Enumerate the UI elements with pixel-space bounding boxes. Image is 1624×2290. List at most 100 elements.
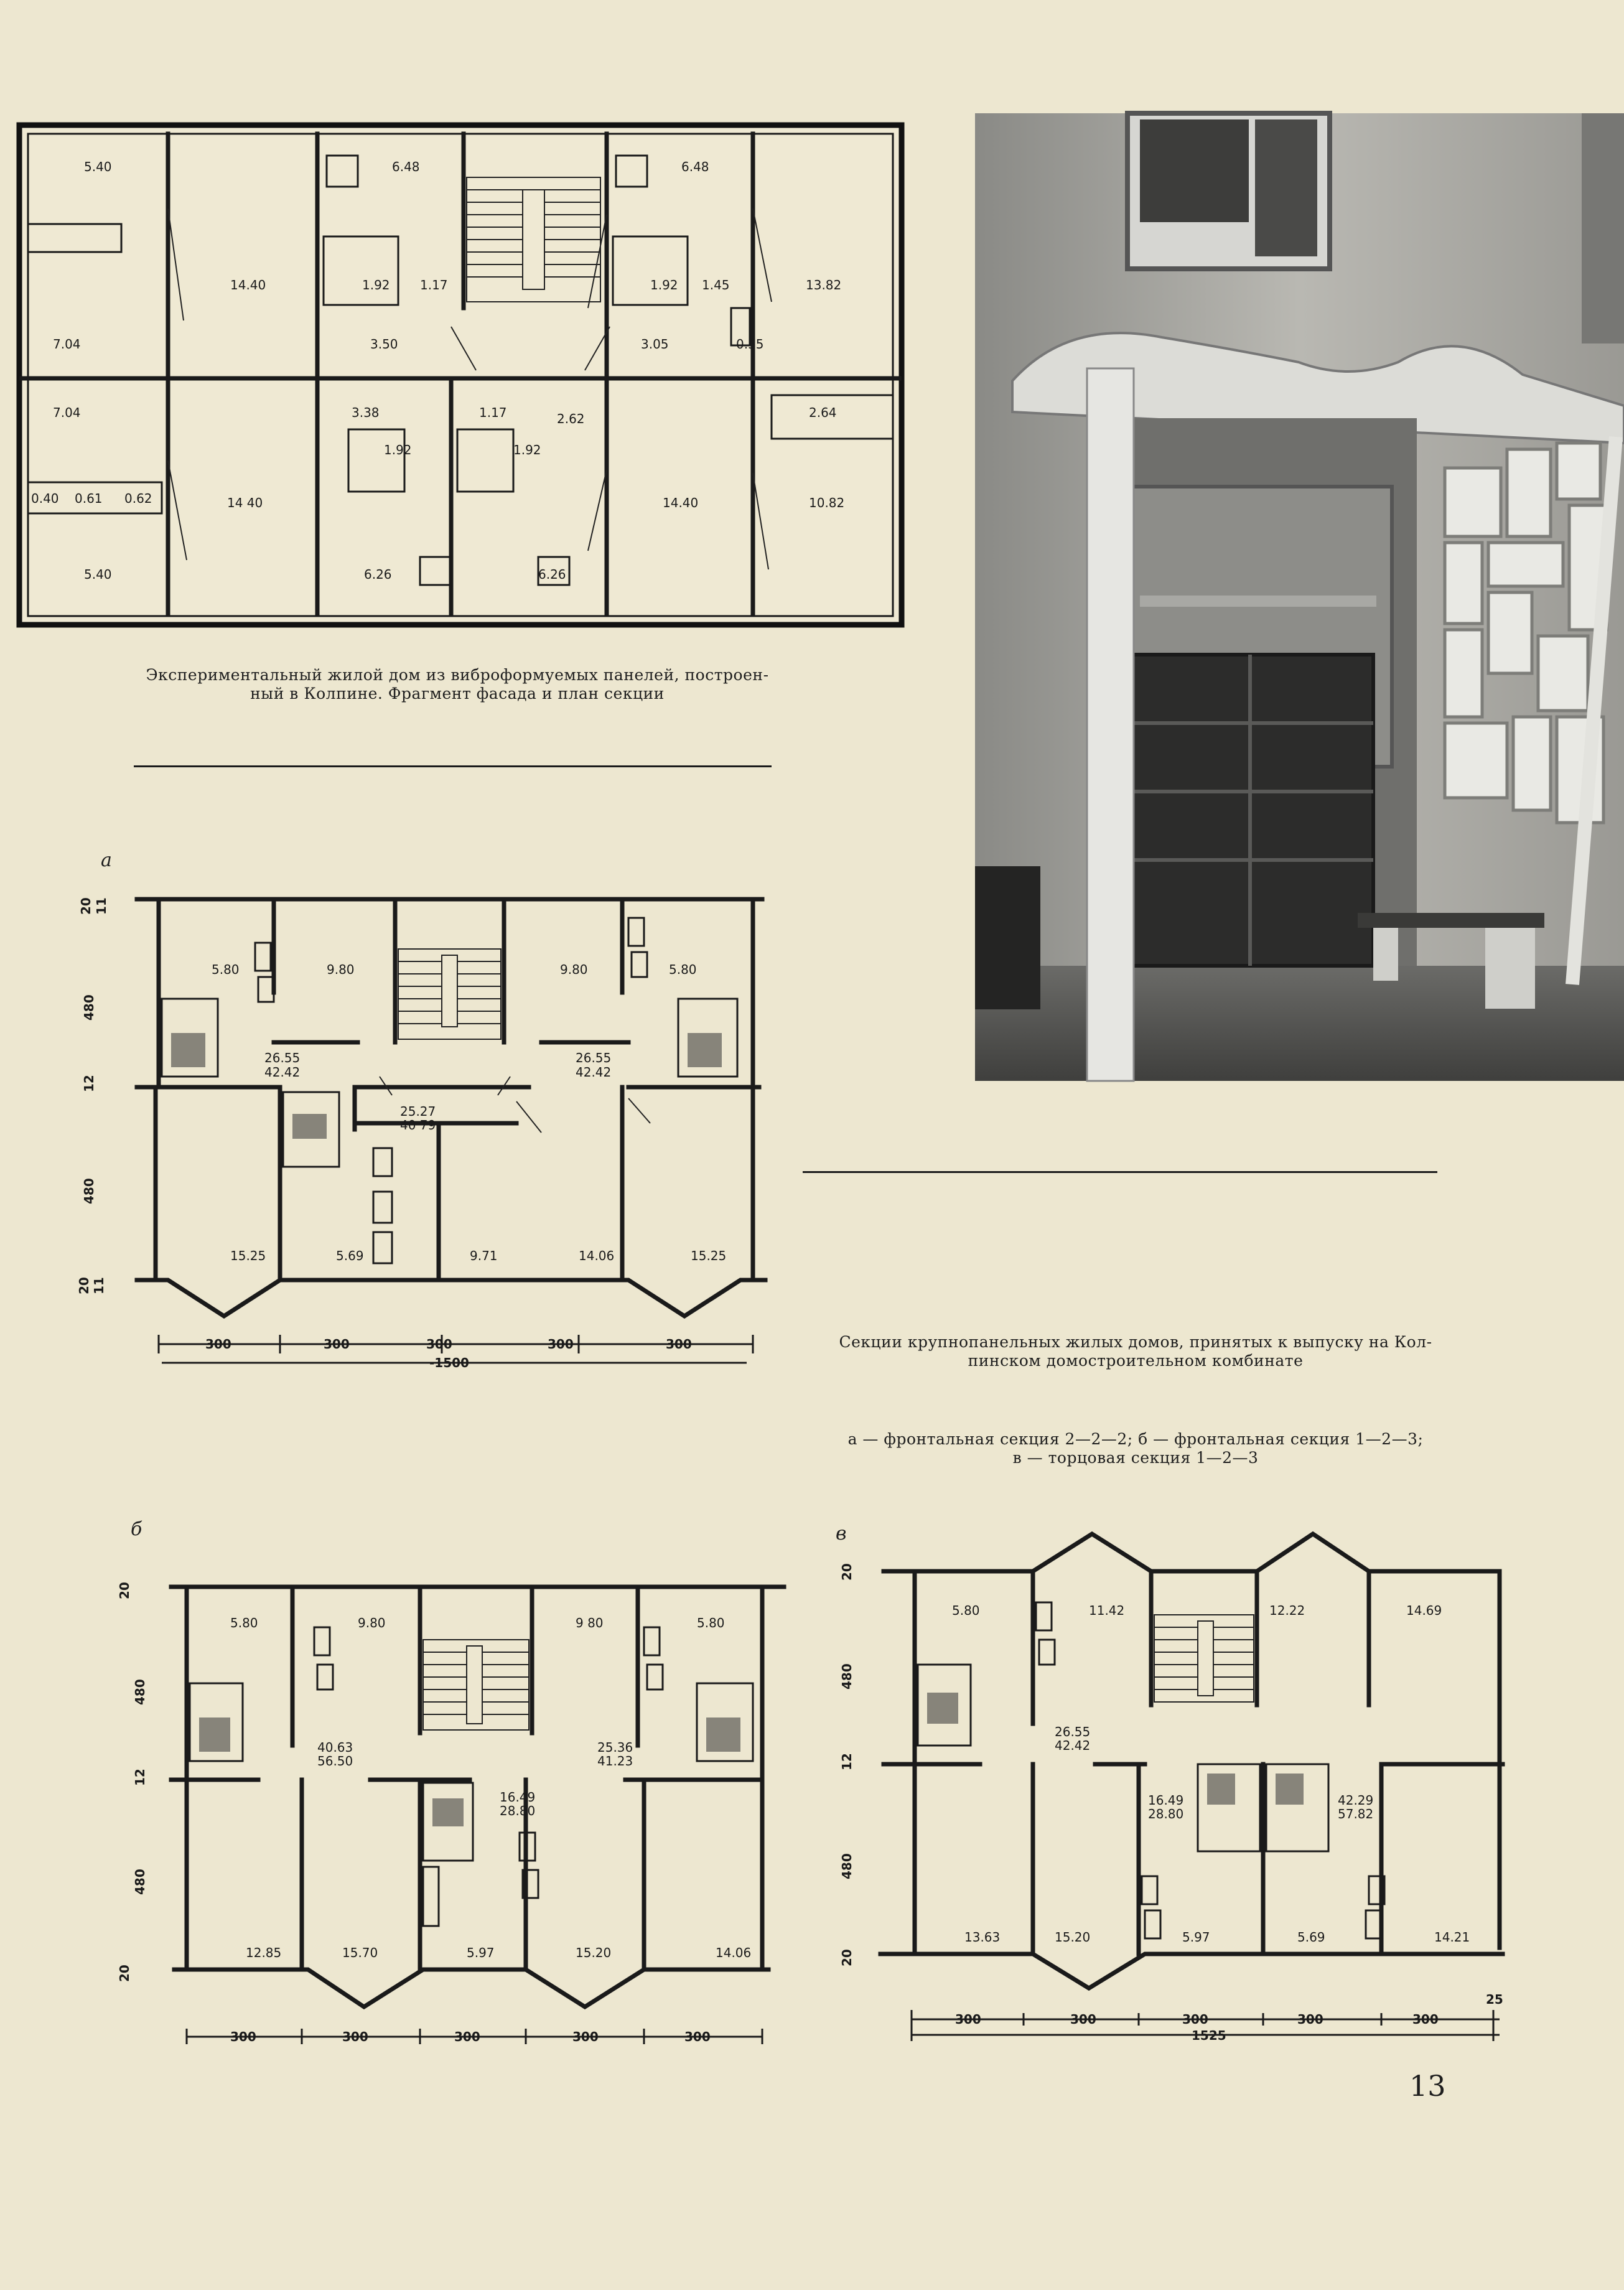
svg-text:25.36: 25.36 [597, 1740, 633, 1755]
svg-text:7.04: 7.04 [53, 337, 81, 352]
svg-text:40.63: 40.63 [317, 1740, 353, 1755]
svg-text:26.55: 26.55 [576, 1050, 611, 1065]
svg-text:480: 480 [839, 1663, 854, 1689]
svg-text:300: 300 [1297, 2012, 1323, 2027]
svg-text:20: 20 [78, 897, 93, 915]
svg-text:42.29: 42.29 [1338, 1793, 1373, 1808]
plan-v-room-labels: 5.80 11.42 12.22 14.69 26.55 42.42 16.49… [952, 1603, 1470, 1945]
svg-text:13.63: 13.63 [964, 1930, 1000, 1945]
svg-text:480: 480 [133, 1869, 147, 1895]
svg-text:15.25: 15.25 [230, 1248, 266, 1263]
svg-text:300: 300 [342, 2029, 368, 2044]
svg-text:300: 300 [205, 1337, 231, 1352]
svg-text:57.82: 57.82 [1338, 1806, 1373, 1821]
plan-v: 20 480 12 480 20 5.80 11.42 12.22 1 [839, 1531, 1505, 2043]
plan-b-bottom-dims: 300 300 300 300 300 [230, 2029, 711, 2044]
svg-text:2.62: 2.62 [557, 411, 585, 426]
svg-text:6.48: 6.48 [392, 159, 420, 174]
svg-text:5.69: 5.69 [1297, 1930, 1325, 1945]
svg-text:480: 480 [839, 1853, 854, 1879]
svg-text:28.80: 28.80 [1148, 1806, 1183, 1821]
svg-text:6.26: 6.26 [364, 567, 392, 582]
svg-text:5.80: 5.80 [952, 1603, 980, 1618]
svg-text:3.05: 3.05 [641, 337, 669, 352]
svg-text:9 80: 9 80 [576, 1615, 604, 1630]
svg-text:25.27: 25.27 [400, 1104, 436, 1119]
plan-a-bottom-dims: 300 300 300 300 300 -1500 [205, 1337, 692, 1370]
svg-text:1.92: 1.92 [513, 442, 541, 457]
svg-text:16.49: 16.49 [1148, 1793, 1183, 1808]
svg-text:56.50: 56.50 [317, 1754, 353, 1769]
svg-text:11: 11 [91, 1277, 106, 1294]
svg-text:9.80: 9.80 [358, 1615, 386, 1630]
svg-text:5.80: 5.80 [212, 962, 240, 977]
svg-text:26.55: 26.55 [264, 1050, 300, 1065]
svg-text:14.21: 14.21 [1434, 1930, 1470, 1945]
svg-text:20: 20 [839, 1949, 854, 1966]
svg-text:300: 300 [1070, 2012, 1096, 2027]
plan-a-letter: а [101, 849, 112, 871]
svg-text:300: 300 [426, 1337, 452, 1352]
svg-text:42.42: 42.42 [264, 1065, 300, 1080]
top-floor-plan: 5.40 6.48 6.48 14.40 1.92 1.17 1.92 1.45… [16, 122, 905, 628]
svg-text:12: 12 [133, 1769, 147, 1786]
svg-text:480: 480 [133, 1679, 147, 1705]
svg-text:300: 300 [324, 1337, 350, 1352]
svg-text:12: 12 [839, 1753, 854, 1770]
svg-text:9.80: 9.80 [327, 962, 355, 977]
plan-b-side-dims: 20 480 12 480 20 [117, 1582, 147, 1982]
plan-a: 20 11 480 12 480 20 11 [77, 897, 768, 1370]
svg-text:300: 300 [684, 2029, 711, 2044]
svg-text:-1500: -1500 [429, 1355, 469, 1370]
svg-text:5.80: 5.80 [669, 962, 697, 977]
svg-text:5.40: 5.40 [84, 159, 112, 174]
svg-text:7.04: 7.04 [53, 405, 81, 420]
svg-text:14.06: 14.06 [716, 1945, 751, 1960]
svg-text:41.23: 41.23 [597, 1754, 633, 1769]
divider-rule-2 [803, 1171, 1437, 1173]
svg-text:20: 20 [77, 1277, 91, 1294]
svg-text:0.40: 0.40 [31, 491, 59, 506]
svg-text:15.70: 15.70 [342, 1945, 378, 1960]
svg-text:1.92: 1.92 [650, 278, 678, 292]
svg-text:11.42: 11.42 [1089, 1603, 1124, 1618]
svg-text:300: 300 [955, 2012, 981, 2027]
plan-b: 20 480 12 480 20 5.80 9.80 9 80 [117, 1582, 786, 2044]
svg-text:3.50: 3.50 [370, 337, 398, 352]
svg-text:0.55: 0.55 [736, 337, 764, 352]
svg-text:12.85: 12.85 [246, 1945, 281, 1960]
svg-text:300: 300 [1182, 2012, 1208, 2027]
svg-text:1.92: 1.92 [384, 442, 412, 457]
svg-text:1.17: 1.17 [420, 278, 448, 292]
svg-text:480: 480 [82, 994, 96, 1021]
svg-text:300: 300 [230, 2029, 256, 2044]
svg-text:5.69: 5.69 [336, 1248, 364, 1263]
svg-text:1.45: 1.45 [702, 278, 730, 292]
svg-text:9.80: 9.80 [560, 962, 588, 977]
top-caption: Экспериментальный жилой дом из виброформ… [146, 666, 769, 703]
plan-v-bottom-dims: 300 300 300 300 300 25 1525 [955, 1992, 1503, 2043]
svg-text:26.55: 26.55 [1055, 1724, 1090, 1739]
svg-text:28.80: 28.80 [500, 1803, 535, 1818]
svg-text:14.40: 14.40 [230, 278, 266, 292]
entrance-photo [975, 111, 1624, 1082]
svg-text:42.42: 42.42 [576, 1065, 611, 1080]
sections-caption: Секции крупнопанельных жилых домов, прин… [839, 1333, 1432, 1370]
svg-text:5.97: 5.97 [467, 1945, 495, 1960]
svg-text:300: 300 [548, 1337, 574, 1352]
svg-text:1.92: 1.92 [362, 278, 390, 292]
svg-text:2.64: 2.64 [809, 405, 837, 420]
svg-text:5.97: 5.97 [1182, 1930, 1210, 1945]
plan-a-room-labels: 5.80 9.80 9.80 5.80 26.55 42.42 26.55 42… [212, 962, 726, 1263]
svg-text:0.62: 0.62 [124, 491, 152, 506]
plan-b-room-labels: 5.80 9.80 9 80 5.80 40.63 56.50 25.36 41… [230, 1615, 751, 1960]
plan-v-letter: в [836, 1523, 847, 1545]
top-plan-room-labels: 5.40 6.48 6.48 14.40 1.92 1.17 1.92 1.45… [31, 159, 844, 582]
svg-text:14.69: 14.69 [1406, 1603, 1442, 1618]
svg-text:10.82: 10.82 [809, 495, 844, 510]
svg-text:300: 300 [454, 2029, 480, 2044]
svg-text:13.82: 13.82 [806, 278, 841, 292]
svg-text:9.71: 9.71 [470, 1248, 498, 1263]
svg-text:14.40: 14.40 [663, 495, 698, 510]
page-number: 13 [1409, 2069, 1446, 2103]
